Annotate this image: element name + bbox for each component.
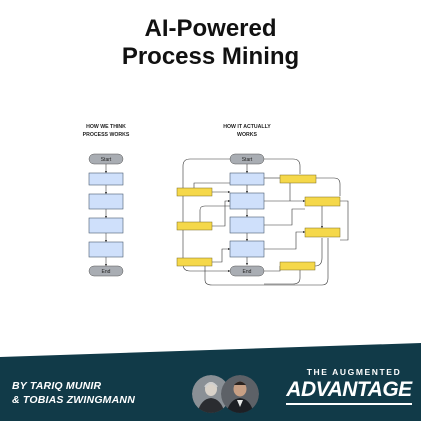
deviation-step: [279, 174, 317, 184]
deviation-step: [304, 227, 341, 238]
left-step-1: [88, 172, 124, 186]
left-start-node: [88, 153, 124, 165]
right-step-3: [229, 216, 265, 234]
author-photos: [192, 375, 259, 413]
avatar-tobias: [221, 375, 259, 413]
right-step-4: [229, 240, 265, 258]
left-heading-line1: HOW WE THINK: [86, 124, 126, 130]
left-start-label: Start: [101, 157, 112, 163]
left-step-2: [88, 193, 124, 210]
author-line-1: BY TARIQ MUNIR: [12, 380, 102, 392]
avatar-tariq: [192, 375, 230, 413]
deviation-step: [176, 221, 213, 231]
brand-name: ADVANTAGE: [286, 378, 412, 401]
deviation-step: [176, 257, 213, 267]
right-start-label: Start: [242, 157, 253, 163]
deviation-step: [176, 187, 213, 197]
left-heading-line2: PROCESS WORKS: [83, 132, 130, 138]
brand-tagline: THE AUGMENTED: [306, 367, 402, 377]
left-step-4: [88, 241, 124, 258]
right-heading-line2: WORKS: [237, 132, 257, 138]
right-step-2: [229, 192, 265, 210]
deviation-step: [304, 196, 341, 207]
author-line-2: & TOBIAS ZWINGMANN: [12, 394, 135, 406]
deviation-step: [279, 261, 316, 271]
page-title-line2: Process Mining: [121, 43, 300, 70]
right-end-node: [229, 265, 265, 277]
left-end-node: [88, 265, 124, 277]
right-step-1: [229, 172, 265, 186]
right-end-label: End: [243, 269, 252, 275]
right-heading-line1: HOW IT ACTUALLY: [223, 124, 271, 130]
left-step-3: [88, 217, 124, 234]
left-end-label: End: [102, 269, 111, 275]
page-title-line1: AI-Powered: [144, 15, 277, 42]
brand-underline: [286, 403, 412, 405]
right-start-node: [229, 153, 265, 165]
